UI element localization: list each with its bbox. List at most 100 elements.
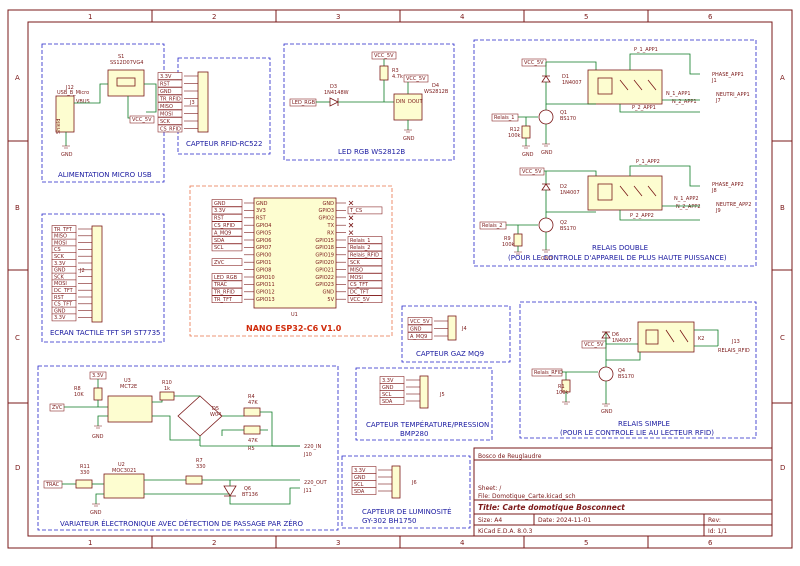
j11-label: 220_OUT [304,480,328,486]
block-subtitle-lux: GY-302 BH1750 [362,517,417,525]
pin-label: GND [354,475,366,481]
d5-value: W04 [210,412,221,418]
col-label: 6 [708,539,713,547]
col-label: 5 [584,539,588,547]
mcu-pin-name: 3V3 [256,208,266,214]
j11-ref: J11 [303,488,312,494]
block-led-rgb[interactable]: VCC_5V R3 4.7k LED_RGB D3 1N4148W VCC_5V… [283,43,455,161]
j8-label: PHASE_APP2 [712,182,744,188]
pin-label-box [157,87,183,95]
pin-label-box [157,117,183,125]
mcu-pin-name: GPIO13 [256,297,275,303]
net-label: RST [214,216,225,222]
mcu-pin-name: GPIO4 [256,223,271,229]
d3-ref: D3 [330,84,337,90]
optocoupler-u3[interactable] [107,395,153,423]
block-title-dimmer: VARIATEUR ÉLECTRONIQUE AVEC DÉTECTION DE… [60,519,304,528]
pin-label-box [51,313,77,322]
q6-value: BT136 [242,492,258,498]
pin-label-box [379,397,405,405]
q6-ref: Q6 [244,486,251,492]
relay-k1[interactable] [587,69,663,105]
gnd-symbol: GND [90,510,102,516]
j12-value: USB_B_Micro [57,90,89,96]
net-label: A_MQ9 [214,230,231,236]
pin-label: SDA [382,399,393,405]
j12-ref: J12 [65,85,74,91]
block-title-lux: CAPTEUR DE LUMINOSITÉ [362,507,452,516]
mcu-nano-esp32-c6[interactable] [253,197,337,309]
j5-ref: J5 [439,392,445,398]
dout-pin: DOUT [408,99,423,105]
sheet-title: Title: Carte domotique Bosconnect [478,503,625,512]
net-label: CS_RFID [214,223,235,229]
pin-label: TR_TFT [53,227,73,233]
net-label-box [347,258,383,267]
resistor-r3[interactable] [379,65,389,81]
pin-label: MOSI [54,281,67,287]
switch-s1[interactable] [107,69,145,97]
d3-value: 1N4148W [324,90,349,96]
mosfet-q4 [598,366,614,382]
net-label-box [211,206,243,215]
mcu-pin-name: GND [323,201,335,207]
block-tft-display[interactable]: J2 TR_TFTMISOMOSICSSCK3.3VGNDSCKMOSIDC_T… [41,213,165,343]
block-title-rfid: CAPTEUR RFID-RC522 [186,140,262,148]
q4-value: BS170 [618,374,634,380]
pin-label-box [407,332,433,340]
net-n1-app2: N_1_APP2 [674,196,699,202]
mcu-pin-name: GPIO3 [319,208,334,214]
net-n2-app2: N_2_APP2 [676,204,701,210]
sheet-path: Sheet: / [478,485,502,492]
q2-value: BS170 [560,226,576,232]
relay-k2[interactable] [587,175,663,211]
mcu-pin-name: GPIO22 [315,275,334,281]
resistor-r10 [159,391,175,401]
kicad-version: KiCad E.D.A. 8.0.3 [478,528,533,535]
mcu-pin-name: 5V [327,297,334,303]
pin-label: 3.3V [54,261,66,267]
block-title-mcu: NANO ESP32-C6 V1.0 [246,324,342,333]
mcu-pin-name: GPIO15 [315,238,334,244]
zvc-label: ZVC [52,405,63,411]
mosfet-q1 [538,109,554,125]
col-label: 1 [88,13,92,21]
block-title-relay-double: RELAIS DOUBLE [592,244,648,252]
led-ws2812b-d4[interactable] [393,93,423,121]
resistor-r12 [521,125,531,139]
connector-j12[interactable] [55,95,75,133]
row-label: D [15,464,20,472]
net-label-box [347,287,383,296]
row-label: B [15,204,20,212]
j13-ref: J13 [731,339,740,345]
optotriac-u2[interactable] [103,473,145,499]
pin-label-box [351,487,377,495]
pin-label: SCL [382,392,392,398]
block-relay-double[interactable]: VCC_5V D1 1N4007 P_1_APP1 N_1_APP1 N_2_A… [473,39,757,267]
mcu-pin-name: GPIO10 [256,275,275,281]
j1-label: PHASE_APP1 [712,72,744,78]
r10-ref: R10 [162,380,172,386]
block-relay-simple[interactable]: VCC_5V D6 1N4007 K2 J13 RELAIS_RFID Rela… [519,301,757,439]
pin-label: A_MQ9 [410,334,427,340]
u3-ref: U3 [124,378,131,384]
net-label: T_CS [349,208,362,214]
mcu-pin-name: GPIO21 [315,267,334,273]
relay-k2-simple[interactable] [637,321,695,353]
pin-label: RST [160,81,171,87]
col-label: 5 [584,13,588,21]
block-dimmer[interactable]: 3.3V R8 10K ZVC U3 MCT2E GND R10 1k D5 W… [37,365,339,531]
block-mcu[interactable]: U1 GNDGND3V33.3VRSTRSTGPIO4CS_RFIDGPIO5A… [189,185,393,337]
block-power-supply[interactable]: S1 SS12D07VG4 J12 USB_B_Micro VBUS Shiel… [41,43,165,183]
q1-ref: Q1 [560,110,567,116]
net-label: Relais_1 [350,238,370,244]
j2-ref: J2 [79,268,85,274]
r3-ref: R3 [392,68,399,74]
mcu-pin-name: GPIO6 [256,238,271,244]
block-title-relay-simple: RELAIS SIMPLE [618,420,670,428]
